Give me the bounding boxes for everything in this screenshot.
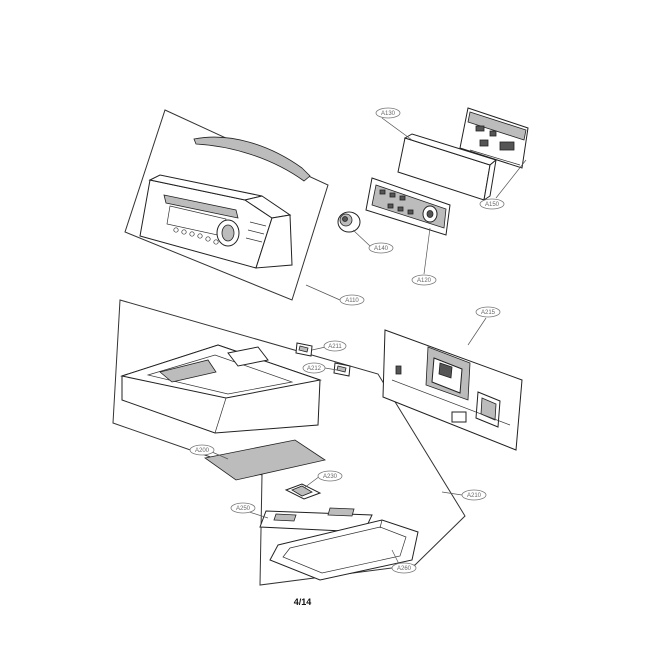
svg-text:A211: A211 (328, 344, 342, 350)
svg-text:A210: A210 (467, 493, 482, 499)
knob (337, 211, 361, 233)
trim-strip (193, 136, 311, 182)
lid-frame (269, 519, 419, 581)
control-panel-housing (139, 174, 293, 269)
svg-text:A250: A250 (236, 506, 251, 512)
callout-a110: A110 (339, 294, 365, 306)
svg-text:A200: A200 (195, 448, 210, 454)
tub-cover (204, 439, 326, 481)
callout-a212: A212 (302, 362, 326, 374)
rear-panel (459, 107, 529, 169)
svg-text:A140: A140 (374, 246, 389, 252)
svg-text:A260: A260 (397, 566, 412, 572)
callout-a260: A260 (391, 562, 417, 574)
page-number: 4/14 (293, 597, 312, 607)
callout-a250: A250 (230, 502, 256, 514)
hinge-bracket-a211 (295, 342, 313, 357)
callout-a140: A140 (368, 242, 394, 254)
top-plate (120, 344, 322, 434)
callout-a130: A130 (375, 107, 401, 119)
pcb-support-bracket (382, 329, 523, 451)
svg-text:A120: A120 (417, 278, 432, 284)
hinge-pair-a250 (259, 507, 373, 533)
hinge-bracket-a212 (333, 362, 351, 377)
callout-a210: A210 (461, 489, 487, 501)
callout-a150: A150 (479, 198, 505, 210)
svg-text:A150: A150 (485, 202, 500, 208)
svg-text:A130: A130 (381, 111, 396, 117)
svg-text:A110: A110 (345, 298, 359, 304)
callout-a215: A215 (475, 306, 501, 318)
svg-text:A212: A212 (307, 366, 322, 372)
callout-a230: A230 (317, 470, 343, 482)
svg-text:A230: A230 (323, 474, 338, 480)
callout-a120: A120 (411, 274, 437, 286)
callout-a200: A200 (189, 444, 215, 456)
svg-text:A215: A215 (481, 310, 496, 316)
main-pcb (365, 177, 451, 236)
hinge-a230 (284, 483, 322, 500)
callout-a211: A211 (323, 340, 347, 352)
